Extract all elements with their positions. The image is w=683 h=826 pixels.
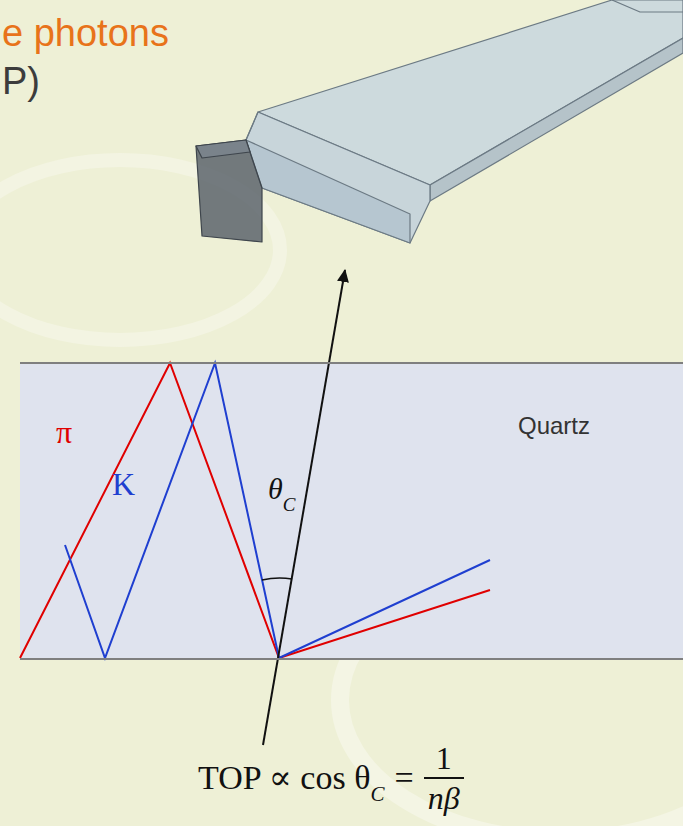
angle-subscript: C [283, 494, 296, 515]
quartz-band-fill [20, 363, 683, 658]
fraction: 1nβ [424, 742, 464, 814]
particle-label: π [56, 414, 72, 450]
angle-symbol: θ [268, 472, 283, 505]
angle-arc [262, 578, 292, 580]
prism-edge [246, 112, 258, 140]
kaon-photon-path [65, 363, 490, 658]
heading-fragment: e photons [2, 12, 169, 54]
formula-equals: = [395, 761, 414, 795]
formula-lhs: TOP ∝ cos θC [198, 761, 385, 795]
heading-fragment: e photons [2, 14, 169, 52]
heading-fragment: P) [2, 62, 40, 100]
formula: TOP ∝ cos θC = 1nβ [198, 742, 464, 814]
bar-side-face [430, 38, 683, 201]
formula-subscript: C [370, 782, 384, 806]
quartz-band: Quartz [20, 362, 683, 660]
track-arrow [263, 270, 345, 745]
heading-fragment: P) [2, 60, 40, 102]
particle-label: π [56, 416, 72, 448]
formula-text: TOP ∝ cos θ [198, 759, 370, 796]
quartz-bar-3d [196, 0, 683, 243]
fraction-numerator: 1 [432, 742, 456, 777]
fraction-denominator: nβ [424, 777, 464, 814]
prism-front-face [246, 140, 410, 243]
pion-photon-path [20, 363, 490, 658]
bar-far-end [612, 0, 683, 12]
material-label: Quartz [518, 412, 590, 440]
particle-label: K [112, 466, 135, 502]
particle-label: K [112, 468, 135, 500]
expansion-prism [246, 112, 430, 243]
angle-label: θC [268, 474, 295, 504]
photodetector [196, 140, 262, 242]
photodetector-top [196, 140, 250, 158]
